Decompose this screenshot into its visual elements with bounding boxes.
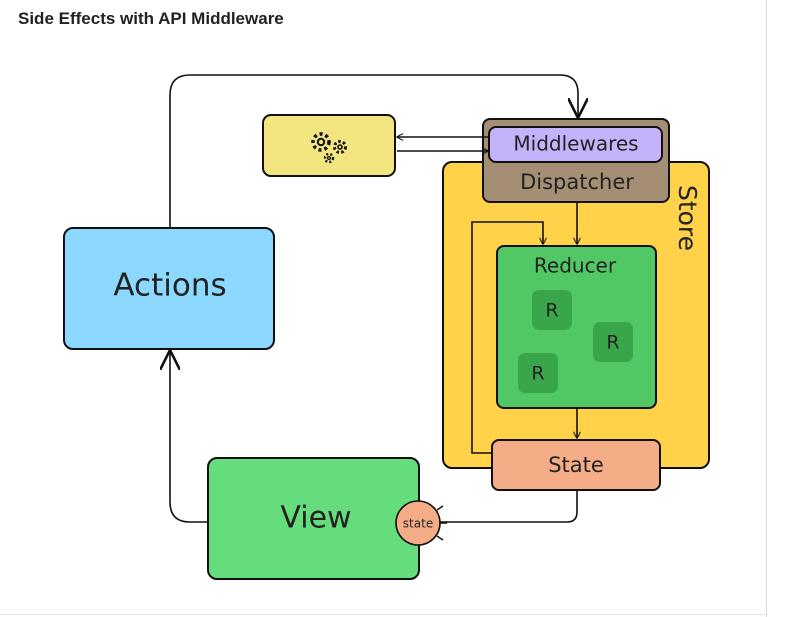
reducer-item-label: R [531,363,544,385]
actions-box [63,227,275,350]
middlewares-box [488,126,663,163]
middlewares-label: Middlewares [513,132,638,156]
actions-to-middlewares-arrow [169,74,578,228]
state-label: State [548,453,604,477]
store-label: Store [673,185,702,251]
reducer-item [593,322,633,362]
actions-label: Actions [113,268,226,304]
right-divider [766,0,767,617]
view-label: View [280,501,351,536]
reducer-item [518,353,558,393]
state-to-reducer-arrow [471,221,543,454]
page-title: Side Effects with API Middleware [18,9,284,28]
side-effect-box [262,114,396,177]
state-to-view-connector [437,490,578,523]
reducer-label: Reducer [534,254,617,278]
bottom-divider [0,614,766,615]
gears-icon [311,132,347,164]
reducer-item [532,290,572,330]
view-state-badge-label: state [403,517,433,531]
state-box [491,439,661,491]
reducer-item-label: R [545,300,558,322]
dispatcher-label: Dispatcher [520,170,634,194]
badge-tick-marks [436,505,447,541]
view-to-actions-arrow [170,352,208,523]
reducer-item-label: R [606,332,619,354]
